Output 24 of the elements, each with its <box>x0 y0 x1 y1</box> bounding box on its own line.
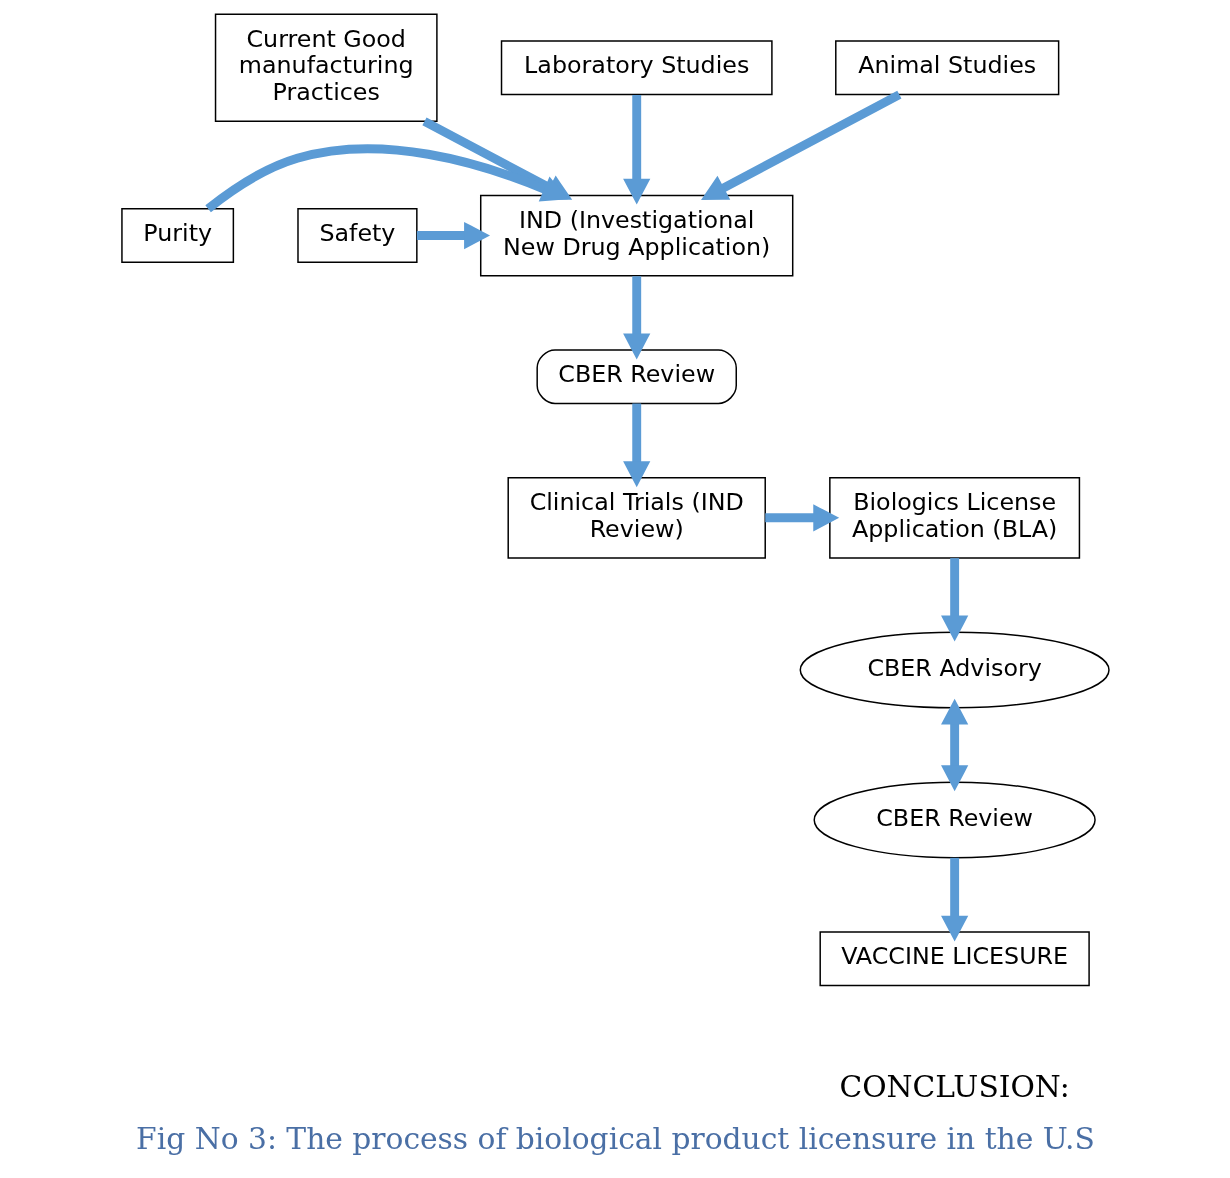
arrow <box>940 857 968 942</box>
label: CONCLUSION: <box>838 1068 1070 1104</box>
arrow <box>940 698 968 792</box>
node-box: Biologics License Application (BLA) <box>828 476 1080 559</box>
arrow <box>700 90 901 200</box>
node-box: VACCINE LICESURE <box>818 931 1090 987</box>
node-box: CBER Review <box>535 349 737 405</box>
arrow <box>940 558 968 642</box>
arrow <box>622 403 650 488</box>
node-ellipse: CBER Advisory <box>799 631 1110 709</box>
node-box: Animal Studies <box>834 40 1059 96</box>
arrow <box>764 504 839 532</box>
caption: Fig No 3: The process of biological product licensure in the U.S <box>135 1120 1095 1156</box>
node-box: Clinical Trials (IND Review) <box>506 476 766 559</box>
node-box: IND (Investigational New Drug Application) <box>479 194 793 277</box>
node-box: Current Good manufacturing Practices <box>214 13 438 122</box>
arrow <box>622 94 650 205</box>
arrow <box>622 276 650 360</box>
node-box: Laboratory Studies <box>500 40 773 96</box>
node-box: Safety <box>296 208 418 264</box>
arrow <box>204 144 568 213</box>
arrow <box>416 221 490 250</box>
node-ellipse: CBER Review <box>813 781 1096 859</box>
node-box: Purity <box>120 208 234 264</box>
